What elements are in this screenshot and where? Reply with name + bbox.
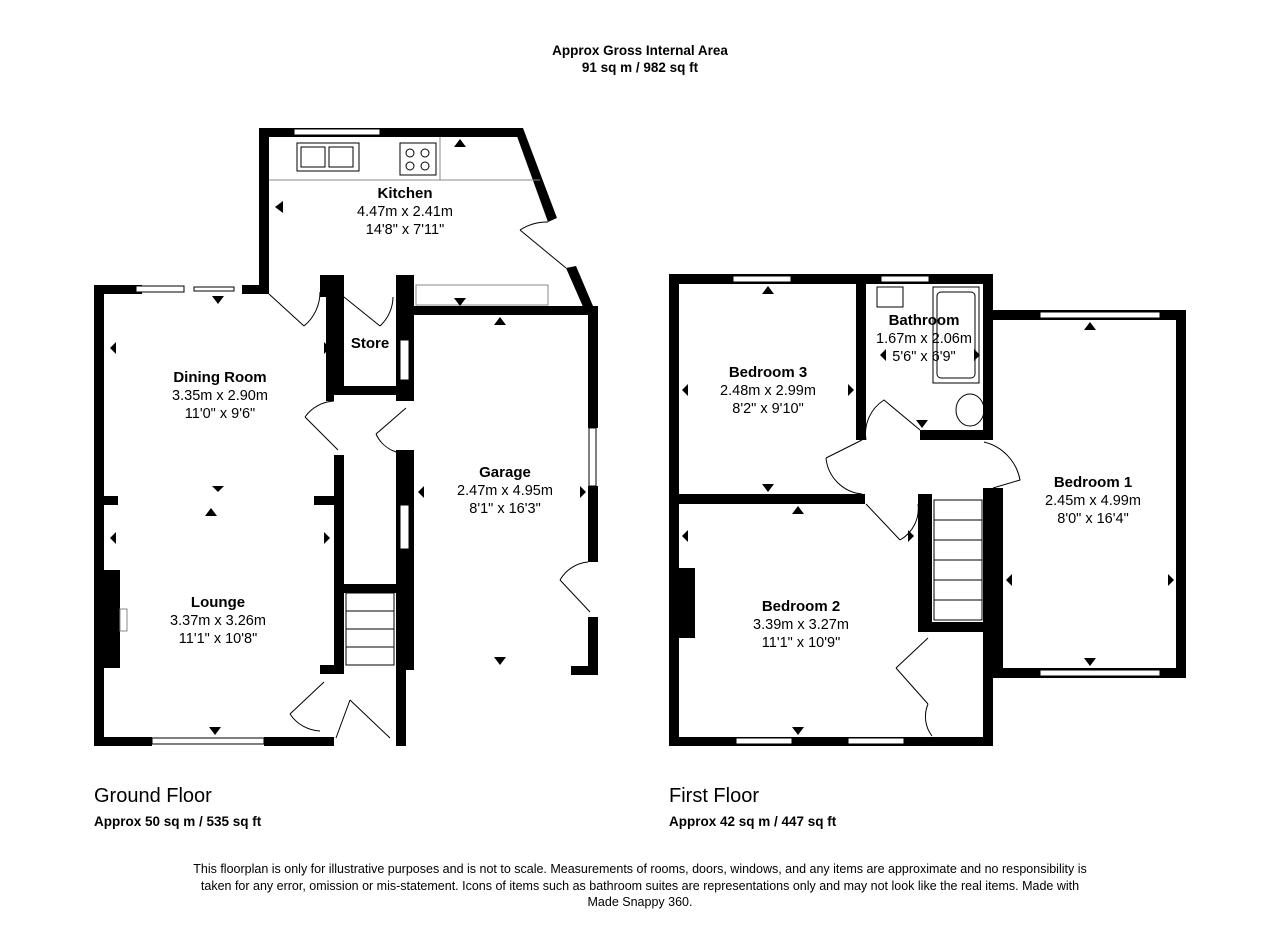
room-name: Lounge bbox=[190, 594, 246, 611]
ground-floor-windows bbox=[135, 128, 597, 745]
room-name: Bedroom 1 bbox=[1053, 474, 1133, 491]
room-label-kitchen: Kitchen 4.47m x 2.41m 14'8" x 7'11" bbox=[320, 185, 490, 239]
room-metric: 3.35m x 2.90m bbox=[172, 388, 268, 404]
room-label-bedroom-3: Bedroom 3 2.48m x 2.99m 8'2" x 9'10" bbox=[683, 364, 853, 418]
first-floor-windows bbox=[732, 275, 1161, 745]
gross-area-title: Approx Gross Internal Area bbox=[552, 43, 728, 58]
room-label-bedroom-1: Bedroom 1 2.45m x 4.99m 8'0" x 16'4" bbox=[1008, 474, 1178, 528]
room-name: Store bbox=[350, 335, 390, 352]
room-name: Bedroom 3 bbox=[728, 364, 808, 381]
room-name: Dining Room bbox=[173, 369, 267, 386]
room-metric: 4.47m x 2.41m bbox=[357, 204, 453, 220]
room-label-dining-room: Dining Room 3.35m x 2.90m 11'0" x 9'6" bbox=[135, 369, 305, 423]
room-label-bathroom: Bathroom 1.67m x 2.06m 5'6" x 6'9" bbox=[868, 312, 980, 366]
room-imperial: 8'0" x 16'4" bbox=[1057, 511, 1129, 527]
first-floor-area: Approx 42 sq m / 447 sq ft bbox=[669, 814, 837, 829]
room-name: Bathroom bbox=[888, 312, 960, 329]
ground-floor-title: Ground Floor bbox=[94, 785, 212, 807]
room-metric: 2.47m x 4.95m bbox=[457, 483, 553, 499]
room-label-store: Store bbox=[344, 335, 396, 353]
room-metric: 2.48m x 2.99m bbox=[720, 383, 816, 399]
gross-area-heading: Approx Gross Internal Area 91 sq m / 982… bbox=[440, 42, 840, 76]
measurement-markers bbox=[110, 139, 1174, 735]
room-metric: 3.39m x 3.27m bbox=[753, 617, 849, 633]
room-imperial: 14'8" x 7'11" bbox=[365, 222, 445, 238]
disclaimer-text: This floorplan is only for illustrative … bbox=[193, 862, 1087, 909]
room-metric: 1.67m x 2.06m bbox=[876, 331, 972, 347]
room-imperial: 8'1" x 16'3" bbox=[469, 501, 541, 517]
room-name: Bedroom 2 bbox=[761, 598, 841, 615]
room-imperial: 11'0" x 9'6" bbox=[184, 406, 256, 422]
room-label-garage: Garage 2.47m x 4.95m 8'1" x 16'3" bbox=[420, 464, 590, 518]
room-imperial: 11'1" x 10'8" bbox=[178, 631, 258, 647]
first-floor-title: First Floor bbox=[669, 785, 759, 807]
room-imperial: 8'2" x 9'10" bbox=[732, 401, 804, 417]
room-metric: 2.45m x 4.99m bbox=[1045, 493, 1141, 509]
first-floor-fittings bbox=[825, 286, 1021, 737]
room-name: Garage bbox=[479, 464, 531, 481]
gross-area-value: 91 sq m / 982 sq ft bbox=[581, 60, 699, 75]
ground-floor-fittings bbox=[119, 137, 591, 739]
room-metric: 3.37m x 3.26m bbox=[170, 613, 266, 629]
room-name: Kitchen bbox=[377, 185, 433, 202]
room-label-lounge: Lounge 3.37m x 3.26m 11'1" x 10'8" bbox=[133, 594, 303, 648]
room-label-bedroom-2: Bedroom 2 3.39m x 3.27m 11'1" x 10'9" bbox=[716, 598, 886, 652]
room-imperial: 5'6" x 6'9" bbox=[892, 349, 956, 365]
room-imperial: 11'1" x 10'9" bbox=[761, 635, 841, 651]
ground-floor-area: Approx 50 sq m / 535 sq ft bbox=[94, 814, 262, 829]
